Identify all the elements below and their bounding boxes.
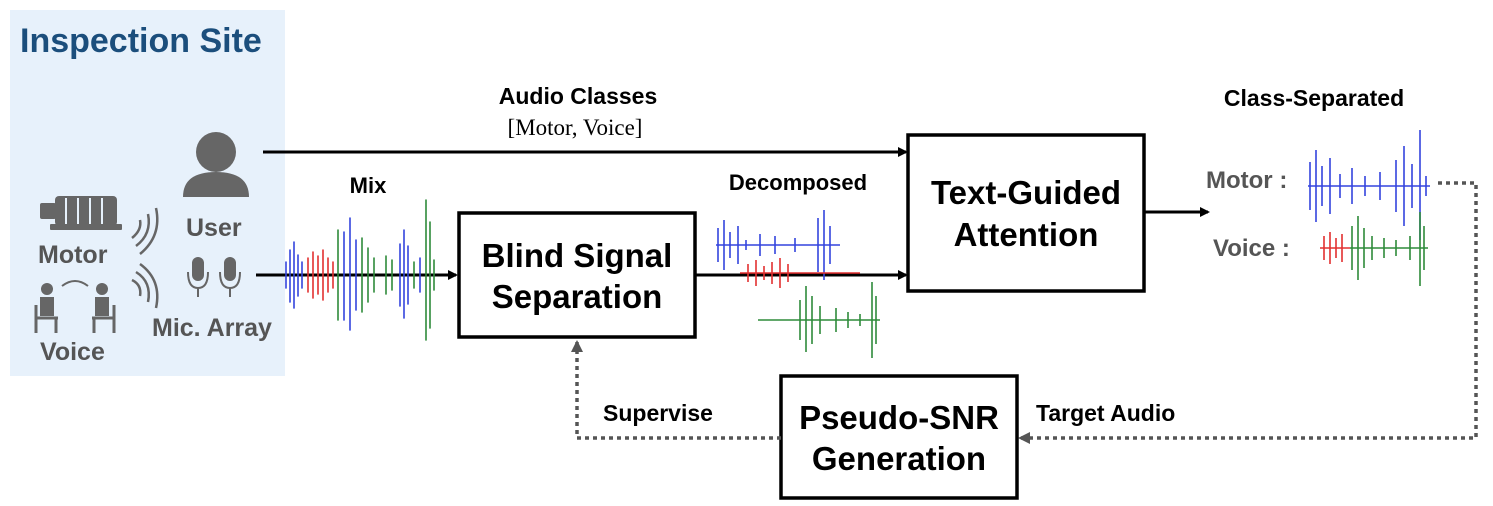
audio-classes-values: [Motor, Voice]: [508, 115, 643, 140]
voice-output-label: Voice :: [1213, 235, 1290, 262]
motor-icon: [40, 196, 122, 230]
supervise-dotted-path: [571, 340, 781, 440]
decomposed-waveform-blue: [716, 210, 840, 280]
mix-label: Mix: [350, 173, 387, 198]
supervise-label: Supervise: [603, 400, 713, 426]
mix-waveform: [285, 199, 435, 341]
voice-output-waveform: [1320, 212, 1428, 286]
user-label: User: [186, 214, 242, 242]
pseudo-snr-generation-box: [779, 374, 1019, 500]
bss-line-1: Blind Signal: [482, 237, 673, 274]
tga-line-1: Text-Guided: [931, 174, 1121, 211]
psnr-line-2: Generation: [812, 440, 986, 477]
voice-label: Voice: [40, 338, 105, 366]
decomposed-waveform-red: [740, 258, 860, 288]
voice-icon: [34, 280, 116, 333]
target-audio-dotted-path: [1018, 181, 1478, 444]
audio-classes-label: Audio Classes: [499, 83, 658, 109]
text-guided-attention-box: [906, 133, 1146, 293]
target-audio-label: Target Audio: [1036, 400, 1175, 426]
sound-wave-icon: [131, 207, 159, 255]
tga-line-2: Attention: [954, 216, 1099, 253]
user-icon: [183, 132, 249, 197]
motor-output-waveform: [1308, 130, 1430, 240]
motor-label: Motor: [38, 241, 108, 269]
class-separated-label: Class-Separated: [1224, 85, 1404, 111]
inspection-site-title: Inspection Site: [20, 22, 262, 60]
blind-signal-separation-box: [457, 211, 697, 339]
mic-array-icon: [187, 257, 241, 297]
psnr-line-1: Pseudo-SNR: [799, 399, 999, 436]
bss-line-2: Separation: [492, 278, 663, 315]
decomposed-label: Decomposed: [729, 170, 867, 195]
sound-wave-icon: [131, 262, 159, 309]
decomposed-waveform-green: [758, 282, 880, 358]
motor-output-label: Motor :: [1206, 167, 1287, 194]
mic-array-label: Mic. Array: [152, 314, 272, 342]
